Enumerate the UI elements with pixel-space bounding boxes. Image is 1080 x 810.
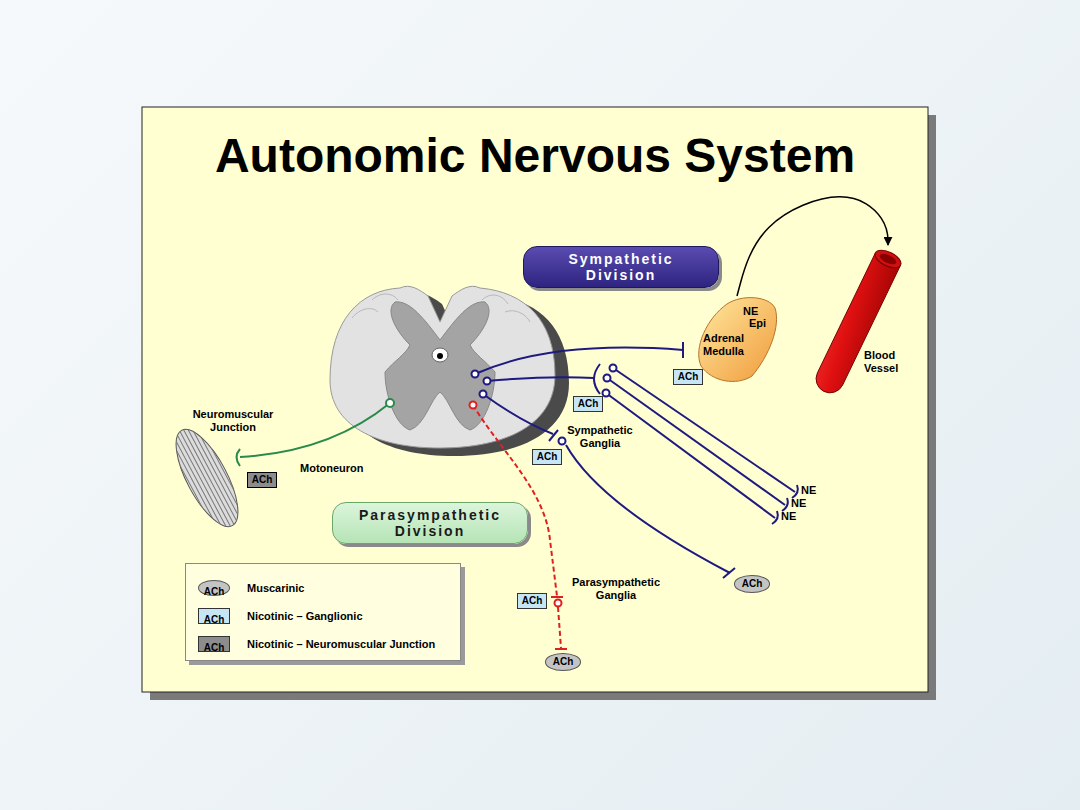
panel [142, 107, 928, 692]
transmitter-label: NE [791, 497, 806, 510]
cord-lobes [352, 294, 530, 322]
node-text: ACh [678, 371, 699, 383]
node-text: ACh [537, 451, 558, 463]
receptor-oval: ACh [734, 575, 771, 593]
node-text: ACh [553, 656, 574, 668]
spinal-cord [330, 286, 555, 448]
receptor-badge: ACh [673, 369, 704, 385]
legend-row: ACh Nicotinic – Neuromuscular Junction [198, 630, 460, 658]
receptor-badge: ACh [573, 396, 604, 412]
cell-body [386, 399, 394, 407]
node-text: Epi [749, 317, 766, 330]
division-pill: Parasympathetic Division [332, 502, 528, 544]
node-text: ACh [252, 474, 273, 486]
legend-swatch: ACh [198, 636, 230, 652]
part-label: Parasympathetic Ganglia [566, 576, 666, 602]
receptor-badge: ACh [247, 472, 278, 488]
node-text: NE [743, 305, 758, 318]
blood-vessel: Blood Vessel [800, 245, 900, 405]
part-label: Motoneuron [300, 462, 364, 475]
transmitter-label: NE [781, 510, 796, 523]
muscle-symbol [163, 419, 251, 537]
nmj-ending [237, 449, 241, 466]
adrenal-medulla: NEEpiAdrenal Medulla [697, 296, 777, 382]
node-text: Parasympathetic Division [345, 507, 515, 539]
vessel-outline [800, 245, 900, 405]
division-pill: Sympathetic Division [523, 246, 719, 288]
node-text: Adrenal Medulla [703, 332, 759, 358]
central-canal-dot [437, 353, 443, 359]
legend-text: Muscarinic [247, 582, 304, 595]
node-text: ACh [578, 398, 599, 410]
swatch-text: ACh [204, 586, 225, 597]
receptor-badge: ACh [517, 593, 548, 609]
node-text: ACh [522, 595, 543, 607]
diagram-title: Autonomic Nervous System [142, 128, 928, 184]
legend-row: ACh Muscarinic [198, 574, 460, 602]
legend-swatch: ACh [198, 608, 230, 624]
central-canal [432, 348, 448, 362]
transmitter-label: NE [801, 484, 816, 497]
receptor-badge: ACh [532, 449, 563, 465]
swatch-text: ACh [204, 614, 225, 625]
legend-row: ACh Nicotinic – Ganglionic [198, 602, 460, 630]
receptor-oval: ACh [545, 653, 582, 671]
gray-matter [385, 302, 495, 430]
legend-text: Nicotinic – Ganglionic [247, 610, 363, 623]
legend-swatch: ACh [198, 580, 230, 596]
part-label: Neuromuscular Junction [178, 408, 288, 434]
part-label: Sympathetic Ganglia [560, 424, 640, 450]
legend-text: Nicotinic – Neuromuscular Junction [247, 638, 435, 651]
legend: AChMuscarinicAChNicotinic – GanglionicAC… [185, 563, 461, 661]
node-text: ACh [742, 578, 763, 590]
swatch-text: ACh [204, 642, 225, 653]
node-text: Sympathetic Division [536, 251, 706, 283]
node-text: Blood Vessel [864, 349, 904, 375]
